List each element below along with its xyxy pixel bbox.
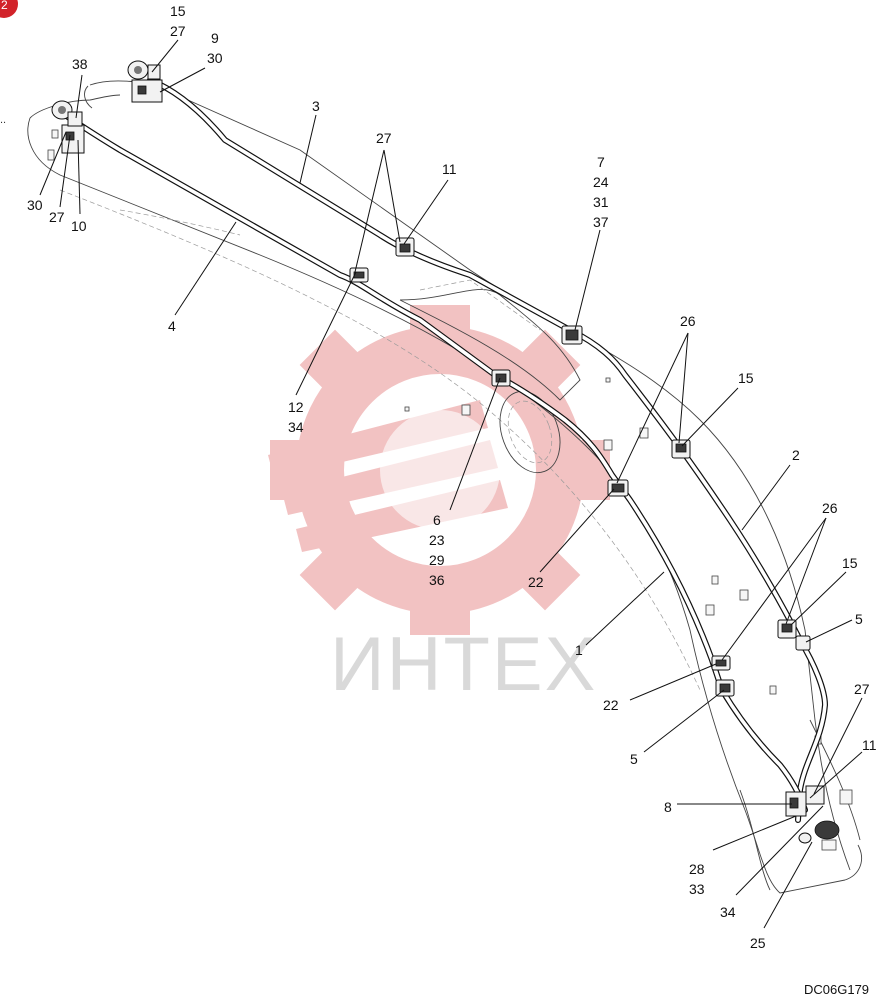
callout-15-27: 15 27 <box>170 3 186 39</box>
watermark-gear-logo <box>268 305 610 635</box>
callout-label: 29 <box>429 552 445 568</box>
callout-11-top: 11 <box>442 161 457 177</box>
callout-26-low: 26 <box>822 500 838 516</box>
callout-34: 34 <box>720 904 736 920</box>
callout-label: 37 <box>593 214 609 230</box>
callout-label: 34 <box>288 419 304 435</box>
callout-label: 23 <box>429 532 445 548</box>
callout-10: 10 <box>71 218 87 234</box>
callout-38: 38 <box>72 56 88 72</box>
callout-1: 1 <box>575 642 583 658</box>
callout-5-lower: 5 <box>630 751 638 767</box>
callout-22-upper: 22 <box>528 574 544 590</box>
callout-label: 33 <box>689 881 705 897</box>
drawing-code: DC06G179 <box>804 982 869 997</box>
leader-lines <box>39 39 863 929</box>
callout-12-34: 12 34 <box>288 399 304 435</box>
callout-5-right: 5 <box>855 611 863 627</box>
watermark-text: ИНТЕХ <box>330 622 597 707</box>
callout-11-low: 11 <box>862 737 877 753</box>
callout-25: 25 <box>750 935 766 951</box>
callout-15-mid: 15 <box>738 370 754 386</box>
callout-15-low: 15 <box>842 555 858 571</box>
callout-27-left: 27 <box>49 209 65 225</box>
callout-label: 9 <box>211 30 219 46</box>
callout-2: 2 <box>792 447 800 463</box>
callout-6-23-29-36: 6 23 29 36 <box>429 512 445 588</box>
flange-fitting-left <box>51 100 85 154</box>
callout-label: 30 <box>207 50 223 66</box>
flange-fitting-top <box>127 60 163 103</box>
page-badge: 2 <box>0 0 18 18</box>
flange-fitting-bottom <box>785 785 840 844</box>
callout-3: 3 <box>312 98 320 114</box>
callout-9-30: 9 30 <box>207 30 223 66</box>
callout-label: 36 <box>429 572 445 588</box>
callout-28-33: 28 33 <box>689 861 705 897</box>
callout-26-top: 26 <box>680 313 696 329</box>
callout-label: 12 <box>288 399 304 415</box>
boom-weld-details <box>47 129 853 851</box>
callout-label: 15 <box>170 3 186 19</box>
callout-label: 27 <box>170 23 186 39</box>
callout-label: 28 <box>689 861 705 877</box>
edge-dots: .. <box>0 114 6 126</box>
callout-7-24-31-37: 7 24 31 37 <box>593 154 609 230</box>
callout-label: 7 <box>597 154 605 170</box>
callout-22-lower: 22 <box>603 697 619 713</box>
pipe-clamps <box>349 237 811 697</box>
callout-8: 8 <box>664 799 672 815</box>
callout-27-top: 27 <box>376 130 392 146</box>
callout-label: 31 <box>593 194 609 210</box>
page-badge-number: 2 <box>1 0 8 12</box>
callout-label: 24 <box>593 174 609 190</box>
callout-30: 30 <box>27 197 43 213</box>
callout-label: 6 <box>433 512 441 528</box>
callout-27-low: 27 <box>854 681 870 697</box>
callout-4: 4 <box>168 318 176 334</box>
